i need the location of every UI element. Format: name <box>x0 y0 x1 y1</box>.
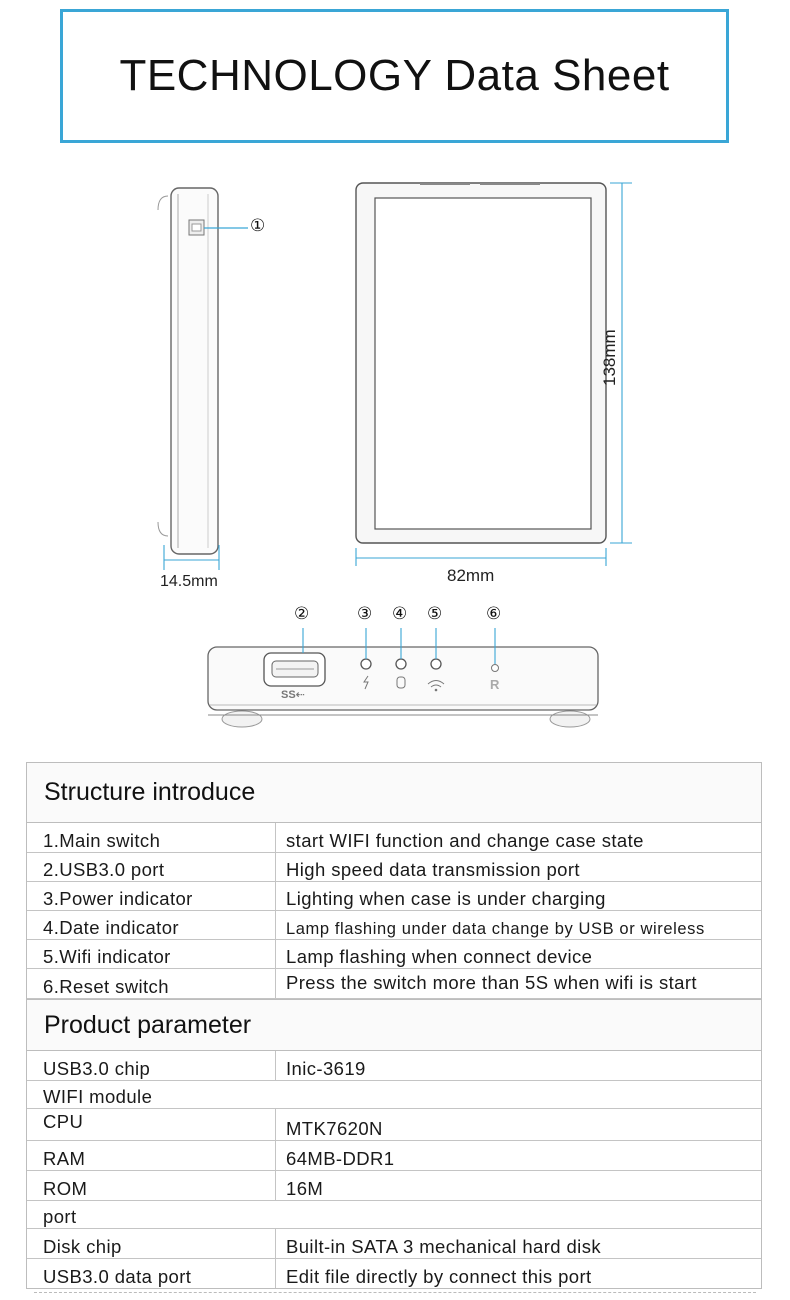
reset-letter: R <box>490 677 500 692</box>
row-name: USB3.0 chip <box>27 1051 276 1080</box>
row-name: port <box>43 1206 77 1227</box>
row-desc: Press the switch more than 5S when wifi … <box>286 972 697 993</box>
row-name: 5.Wifi indicator <box>27 940 276 968</box>
row-name: CPU <box>27 1109 276 1140</box>
callout-6: ⑥ <box>486 604 502 623</box>
title-box: TECHNOLOGY Data Sheet <box>60 9 729 143</box>
callout-5: ⑤ <box>427 604 443 623</box>
footer-divider <box>34 1292 756 1293</box>
callout-1: ① <box>250 216 266 235</box>
table-row: CPU MTK7620N <box>27 1109 761 1141</box>
edge-view <box>207 628 599 728</box>
width-label: 82mm <box>447 566 495 585</box>
table-row: 2.USB3.0 port High speed data transmissi… <box>27 853 761 882</box>
row-name: 6.Reset switch <box>27 969 276 998</box>
row-desc: 64MB-DDR1 <box>286 1148 395 1169</box>
table-row: 1.Main switch start WIFI function and ch… <box>27 823 761 853</box>
row-name: 4.Date indicator <box>27 911 276 939</box>
front-view <box>355 182 607 544</box>
row-desc: 16M <box>286 1178 324 1199</box>
table-row: 3.Power indicator Lighting when case is … <box>27 882 761 911</box>
table-row: 4.Date indicator Lamp flashing under dat… <box>27 911 761 940</box>
row-desc: Edit file directly by connect this port <box>286 1266 592 1287</box>
row-desc: Built-in SATA 3 mechanical hard disk <box>286 1236 601 1257</box>
row-name: 3.Power indicator <box>27 882 276 910</box>
row-desc: MTK7620N <box>286 1118 383 1139</box>
parameter-heading: Product parameter <box>27 999 761 1051</box>
row-name: 2.USB3.0 port <box>27 853 276 881</box>
row-desc: Inic-3619 <box>286 1058 366 1079</box>
row-desc: Lamp flashing when connect device <box>286 946 593 967</box>
table-row: RAM 64MB-DDR1 <box>27 1141 761 1171</box>
row-name: Disk chip <box>27 1229 276 1258</box>
height-dimension <box>610 182 632 544</box>
row-desc: Lighting when case is under charging <box>286 888 606 909</box>
height-label: 138mm <box>600 329 619 386</box>
row-name: ROM <box>27 1171 276 1200</box>
table-row: USB3.0 chip Inic-3619 <box>27 1051 761 1081</box>
callout-2: ② <box>294 604 310 623</box>
table-row: WIFI module <box>27 1081 761 1109</box>
table-row: Disk chip Built-in SATA 3 mechanical har… <box>27 1229 761 1259</box>
side-view <box>157 187 248 555</box>
table-row: USB3.0 data port Edit file directly by c… <box>27 1259 761 1288</box>
table-row: ROM 16M <box>27 1171 761 1201</box>
row-name: RAM <box>27 1141 276 1170</box>
callout-4: ④ <box>392 604 408 623</box>
width-dimension <box>355 548 607 566</box>
table-row: port <box>27 1201 761 1229</box>
row-name: WIFI module <box>43 1086 153 1107</box>
thickness-label: 14.5mm <box>160 573 218 590</box>
product-diagram: ① 14.5mm 82mm 138mm ② ③ ④ ⑤ ⑥ SS⇠ R <box>157 182 632 728</box>
row-name: USB3.0 data port <box>27 1259 276 1288</box>
row-name: 1.Main switch <box>27 823 276 852</box>
product-drawing <box>157 182 632 728</box>
table-row: 5.Wifi indicator Lamp flashing when conn… <box>27 940 761 969</box>
callout-3: ③ <box>357 604 373 623</box>
row-desc: High speed data transmission port <box>286 859 580 880</box>
row-desc: Lamp flashing under data change by USB o… <box>286 920 705 938</box>
row-desc: start WIFI function and change case stat… <box>286 830 644 851</box>
usb-ss-logo: SS⇠ <box>281 689 305 701</box>
spec-tables: Structure introduce 1.Main switch start … <box>26 762 762 1289</box>
thickness-dimension <box>163 545 220 570</box>
page-title: TECHNOLOGY Data Sheet <box>119 51 670 100</box>
table-row: 6.Reset switch Press the switch more tha… <box>27 969 761 999</box>
structure-heading: Structure introduce <box>27 763 761 823</box>
